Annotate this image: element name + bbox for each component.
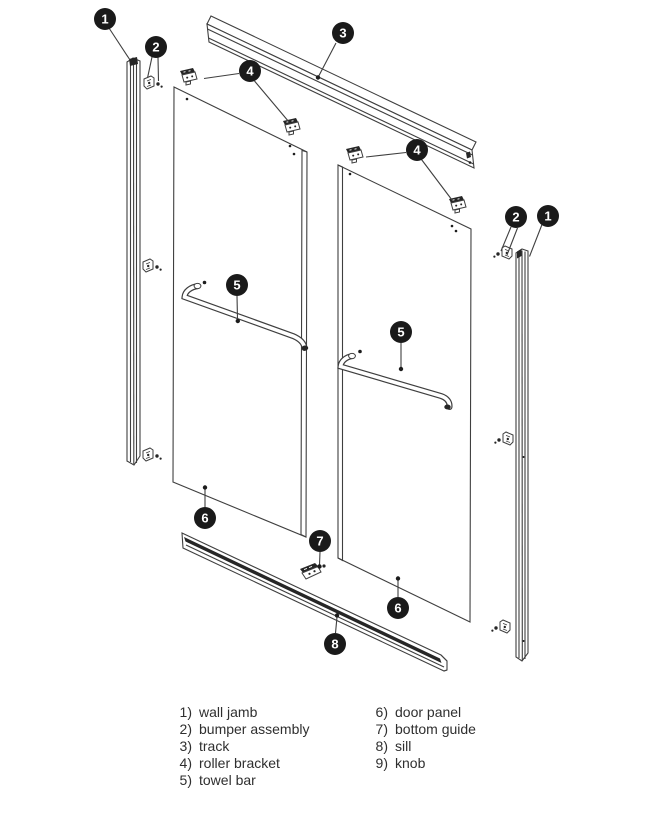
wall-jamb-right (515, 248, 529, 662)
legend-number: 2) (179, 721, 192, 737)
callout-roller-bracket-right: 4 (406, 139, 428, 161)
towel-bar-left (181, 280, 309, 351)
legend-number: 1) (179, 704, 192, 720)
legend-number: 5) (179, 772, 192, 788)
door-panel-right (337, 164, 472, 623)
bumper-assembly-right (490, 245, 514, 634)
callout-bumper-assembly-right: 2 (505, 206, 527, 228)
bottom-guide (299, 562, 327, 580)
legend-number: 7) (375, 721, 388, 737)
svg-text:6: 6 (201, 511, 208, 526)
legend-label: towel bar (199, 772, 256, 788)
callout-door-panel-right: 6 (387, 597, 409, 619)
legend-label: knob (395, 755, 426, 771)
legend-number: 3) (179, 738, 192, 754)
legend-column-1: 1) wall jamb 2) bumper assembly 3) track 4)… (158, 704, 310, 789)
svg-text:5: 5 (233, 278, 240, 293)
svg-text:4: 4 (413, 143, 421, 158)
callout-wall-jamb-right: 1 (537, 205, 559, 227)
legend-label: sill (395, 738, 412, 754)
legend-number: 9) (375, 755, 388, 771)
svg-text:1: 1 (101, 12, 108, 27)
svg-text:4: 4 (246, 64, 254, 79)
door-panel-left (172, 86, 308, 538)
svg-text:6: 6 (394, 601, 401, 616)
svg-text:7: 7 (316, 534, 323, 549)
legend-label: roller bracket (199, 755, 280, 771)
legend-number: 8) (375, 738, 388, 754)
svg-text:8: 8 (331, 637, 338, 652)
leader-lines (108, 27, 543, 634)
svg-text:2: 2 (512, 210, 519, 225)
towel-bar-right (337, 349, 453, 410)
legend-item-knob: 9) knob (358, 755, 476, 772)
legend-label: door panel (395, 704, 462, 720)
legend-label: bumper assembly (199, 721, 310, 737)
legend-item-towel-bar: 5) towel bar (158, 772, 310, 789)
legend-number: 4) (179, 755, 192, 771)
legend-item-roller-bracket: 4) roller bracket (158, 755, 310, 772)
callout-roller-bracket-left: 4 (239, 60, 261, 82)
svg-text:5: 5 (397, 325, 404, 340)
callout-towel-bar-left: 5 (226, 274, 248, 296)
legend-item-bumper-assembly: 2) bumper assembly (158, 721, 310, 738)
legend-label: track (199, 738, 230, 754)
callout-towel-bar-right: 5 (390, 321, 412, 343)
wall-jamb-left (126, 57, 141, 466)
callout-bottom-guide: 7 (309, 530, 331, 552)
sill (181, 532, 448, 672)
bumper-assembly-left (142, 75, 164, 462)
callout-sill: 8 (324, 633, 346, 655)
svg-text:2: 2 (152, 40, 159, 55)
svg-text:3: 3 (339, 26, 346, 41)
callout-door-panel-left: 6 (194, 507, 216, 529)
legend-label: bottom guide (395, 721, 476, 737)
legend-item-track: 3) track (158, 738, 310, 755)
svg-text:1: 1 (544, 209, 551, 224)
legend-item-door-panel: 6) door panel (358, 704, 476, 721)
legend-number: 6) (375, 704, 388, 720)
callout-track: 3 (332, 22, 354, 44)
legend-item-bottom-guide: 7) bottom guide (358, 721, 476, 738)
legend-label: wall jamb (199, 704, 258, 720)
callout-bumper-assembly-left: 2 (145, 36, 167, 58)
callout-wall-jamb-left: 1 (94, 8, 116, 30)
legend-item-wall-jamb: 1) wall jamb (158, 704, 310, 721)
legend-item-sill: 8) sill (358, 738, 476, 755)
legend-column-2: 6) door panel 7) bottom guide 8) sill 9) kno… (358, 704, 476, 772)
track (206, 15, 477, 169)
